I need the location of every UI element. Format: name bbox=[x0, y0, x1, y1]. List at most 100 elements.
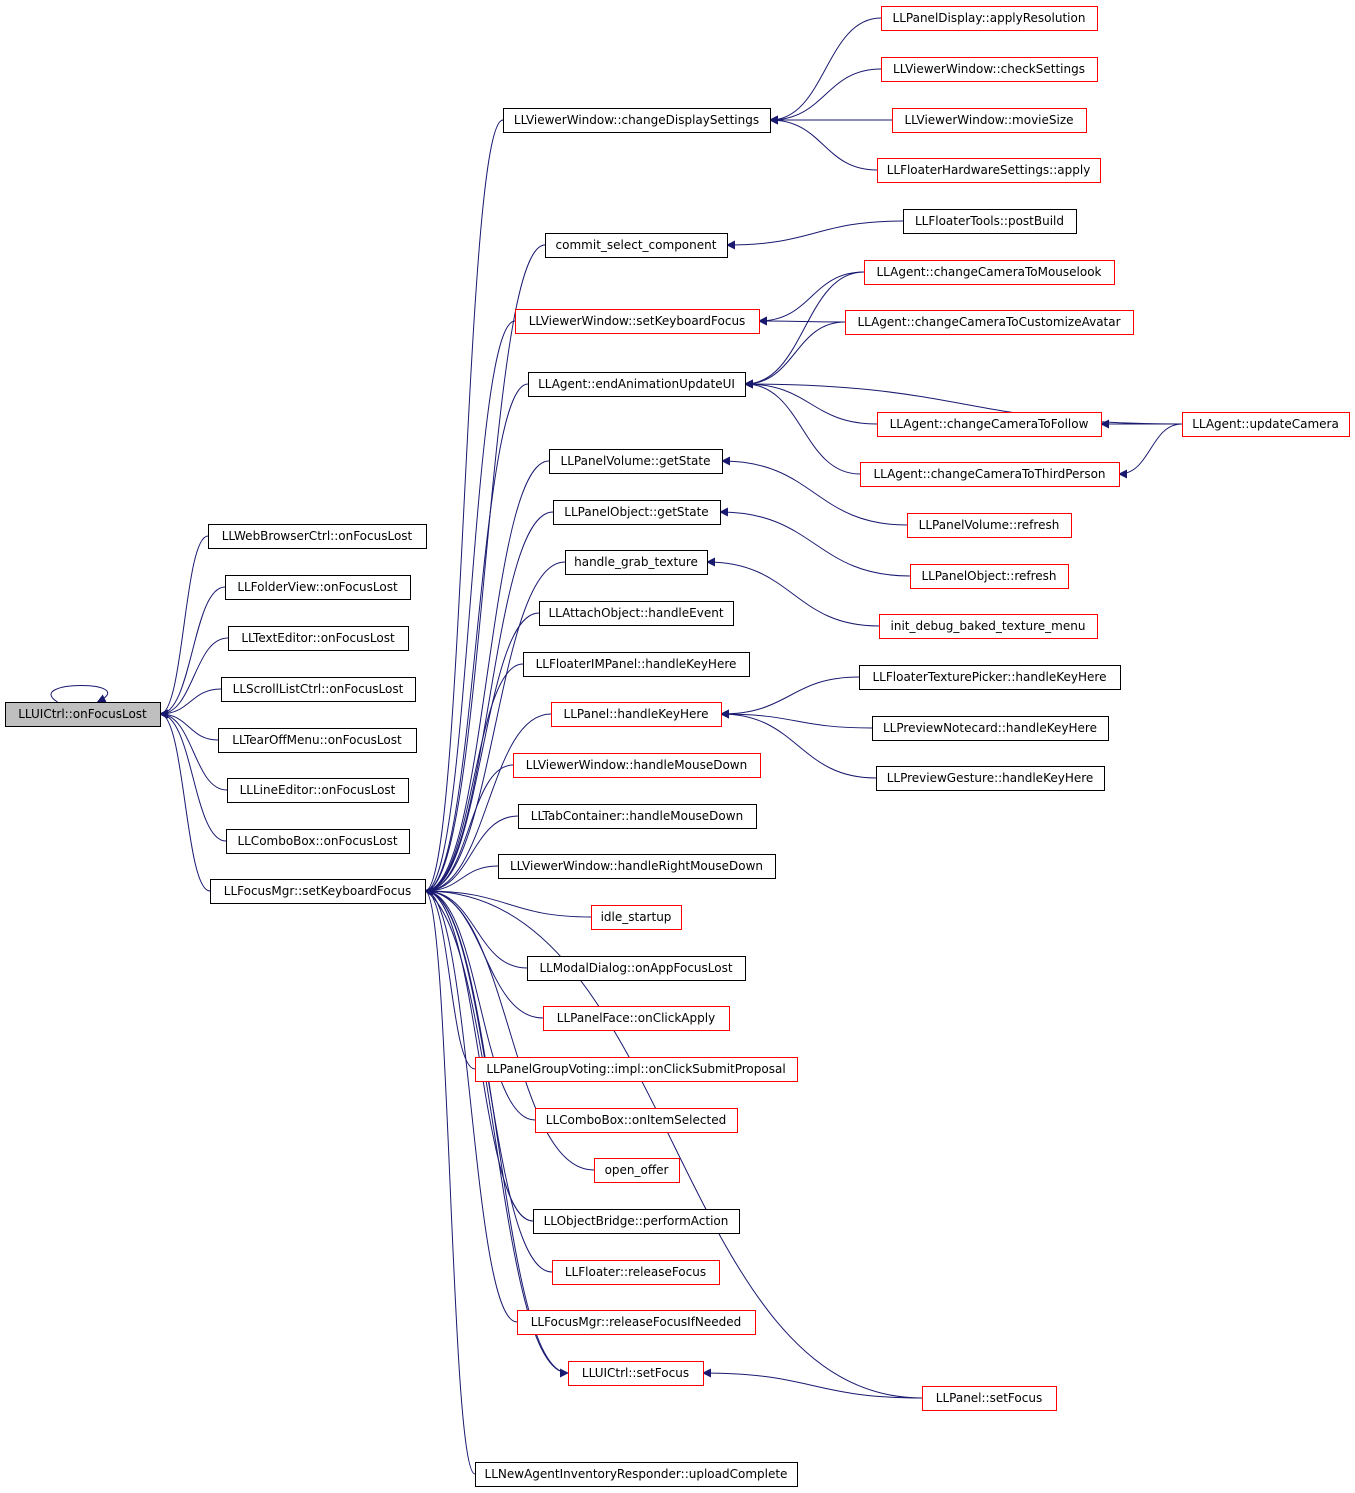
node-box[interactable] bbox=[845, 310, 1134, 335]
node-lltexteditor-onfocuslost[interactable]: LLTextEditor::onFocusLost bbox=[228, 626, 409, 651]
node-box[interactable] bbox=[859, 665, 1121, 690]
node-llfloatertexturepicker-handlekeyhere[interactable]: LLFloaterTexturePicker::handleKeyHere bbox=[859, 665, 1121, 690]
node-llpaneldisplay-applyresolution[interactable]: LLPanelDisplay::applyResolution bbox=[881, 6, 1098, 31]
node-llagent-changecameratofollow[interactable]: LLAgent::changeCameraToFollow bbox=[877, 412, 1102, 437]
node-box[interactable] bbox=[872, 716, 1109, 741]
node-llviewerwindow-setkeyboardfocus[interactable]: LLViewerWindow::setKeyboardFocus bbox=[515, 309, 760, 334]
node-box[interactable] bbox=[518, 804, 757, 829]
node-llcombobox-onfocuslost[interactable]: LLComboBox::onFocusLost bbox=[226, 829, 410, 854]
node-llagent-changecameratocustomizeavatar[interactable]: LLAgent::changeCameraToCustomizeAvatar bbox=[845, 310, 1134, 335]
node-llagent-updatecamera[interactable]: LLAgent::updateCamera bbox=[1182, 412, 1350, 437]
node-box[interactable] bbox=[527, 956, 746, 981]
node-box[interactable] bbox=[208, 524, 427, 549]
node-box[interactable] bbox=[903, 209, 1077, 234]
node-lluictrl-onfocuslost[interactable]: LLUICtrl::onFocusLost bbox=[5, 702, 161, 727]
node-commit-select-component[interactable]: commit_select_component bbox=[545, 233, 728, 258]
node-box[interactable] bbox=[225, 575, 411, 600]
node-llcombobox-onitemselected[interactable]: LLComboBox::onItemSelected bbox=[535, 1108, 738, 1133]
node-box[interactable] bbox=[591, 905, 682, 930]
node-box[interactable] bbox=[907, 513, 1072, 538]
node-box[interactable] bbox=[533, 1209, 740, 1234]
node-box[interactable] bbox=[881, 57, 1098, 82]
node-llagent-changecameratomouselook[interactable]: LLAgent::changeCameraToMouselook bbox=[864, 260, 1115, 285]
node-llviewerwindow-handlemousedown[interactable]: LLViewerWindow::handleMouseDown bbox=[513, 753, 761, 778]
node-llviewerwindow-changedisplaysettings[interactable]: LLViewerWindow::changeDisplaySettings bbox=[503, 108, 771, 133]
node-llpreviewnotecard-handlekeyhere[interactable]: LLPreviewNotecard::handleKeyHere bbox=[872, 716, 1109, 741]
node-lluictrl-setfocus[interactable]: LLUICtrl::setFocus bbox=[568, 1361, 704, 1386]
node-box[interactable] bbox=[523, 652, 750, 677]
node-llfocusmgr-releasefocusifneeded[interactable]: LLFocusMgr::releaseFocusIfNeeded bbox=[517, 1310, 756, 1335]
node-box[interactable] bbox=[210, 879, 426, 904]
node-llpanelface-onclickapply[interactable]: LLPanelFace::onClickApply bbox=[543, 1006, 730, 1031]
node-llagent-changecameratothirdperson[interactable]: LLAgent::changeCameraToThirdPerson bbox=[860, 462, 1120, 487]
node-box[interactable] bbox=[226, 829, 410, 854]
node-box[interactable] bbox=[565, 550, 708, 575]
node-llmodaldialog-onappfocuslost[interactable]: LLModalDialog::onAppFocusLost bbox=[527, 956, 746, 981]
node-llpanel-handlekeyhere[interactable]: LLPanel::handleKeyHere bbox=[551, 702, 722, 727]
node-llpanelvolume-refresh[interactable]: LLPanelVolume::refresh bbox=[907, 513, 1072, 538]
node-box[interactable] bbox=[864, 260, 1115, 285]
node-box[interactable] bbox=[568, 1361, 704, 1386]
node-box[interactable] bbox=[594, 1158, 680, 1183]
node-llviewerwindow-moviesize[interactable]: LLViewerWindow::movieSize bbox=[892, 108, 1087, 133]
node-llpanelobject-refresh[interactable]: LLPanelObject::refresh bbox=[910, 564, 1069, 589]
node-box[interactable] bbox=[5, 702, 161, 727]
node-box[interactable] bbox=[879, 614, 1098, 639]
node-llpanelvolume-getstate[interactable]: LLPanelVolume::getState bbox=[549, 449, 723, 474]
node-box[interactable] bbox=[551, 702, 722, 727]
node-box[interactable] bbox=[475, 1462, 798, 1487]
node-box[interactable] bbox=[221, 677, 416, 702]
node-box[interactable] bbox=[543, 1006, 730, 1031]
node-box[interactable] bbox=[515, 309, 760, 334]
node-lllineeditor-onfocuslost[interactable]: LLLineEditor::onFocusLost bbox=[227, 778, 409, 803]
node-llfloatertools-postbuild[interactable]: LLFloaterTools::postBuild bbox=[903, 209, 1077, 234]
node-box[interactable] bbox=[910, 564, 1069, 589]
node-llpanelgroupvoting-impl-onclicksubmitproposal[interactable]: LLPanelGroupVoting::impl::onClickSubmitP… bbox=[475, 1057, 798, 1082]
node-box[interactable] bbox=[545, 233, 728, 258]
node-llfloaterimpanel-handlekeyhere[interactable]: LLFloaterIMPanel::handleKeyHere bbox=[523, 652, 750, 677]
node-box[interactable] bbox=[877, 412, 1102, 437]
node-lltabcontainer-handlemousedown[interactable]: LLTabContainer::handleMouseDown bbox=[518, 804, 757, 829]
node-llobjectbridge-performaction[interactable]: LLObjectBridge::performAction bbox=[533, 1209, 740, 1234]
node-box[interactable] bbox=[228, 626, 409, 651]
node-llfolderview-onfocuslost[interactable]: LLFolderView::onFocusLost bbox=[225, 575, 411, 600]
node-box[interactable] bbox=[503, 108, 771, 133]
node-llscrolllistctrl-onfocuslost[interactable]: LLScrollListCtrl::onFocusLost bbox=[221, 677, 416, 702]
node-box[interactable] bbox=[877, 158, 1101, 183]
node-llviewerwindow-checksettings[interactable]: LLViewerWindow::checkSettings bbox=[881, 57, 1098, 82]
node-box[interactable] bbox=[892, 108, 1087, 133]
node-box[interactable] bbox=[227, 778, 409, 803]
node-box[interactable] bbox=[553, 500, 721, 525]
node-llfloaterhardwaresettings-apply[interactable]: LLFloaterHardwareSettings::apply bbox=[877, 158, 1101, 183]
node-box[interactable] bbox=[1182, 412, 1350, 437]
node-box[interactable] bbox=[922, 1386, 1057, 1411]
node-box[interactable] bbox=[517, 1310, 756, 1335]
node-idle-startup[interactable]: idle_startup bbox=[591, 905, 682, 930]
node-llagent-endanimationupdateui[interactable]: LLAgent::endAnimationUpdateUI bbox=[528, 372, 746, 397]
node-box[interactable] bbox=[528, 372, 746, 397]
node-llwebbrowserctrl-onfocuslost[interactable]: LLWebBrowserCtrl::onFocusLost bbox=[208, 524, 427, 549]
node-box[interactable] bbox=[876, 766, 1105, 791]
node-llpanel-setfocus[interactable]: LLPanel::setFocus bbox=[922, 1386, 1057, 1411]
node-llattachobject-handleevent[interactable]: LLAttachObject::handleEvent bbox=[539, 601, 734, 626]
node-box[interactable] bbox=[475, 1057, 798, 1082]
node-llviewerwindow-handlerightmousedown[interactable]: LLViewerWindow::handleRightMouseDown bbox=[498, 854, 776, 879]
node-box[interactable] bbox=[513, 753, 761, 778]
node-box[interactable] bbox=[535, 1108, 738, 1133]
node-box[interactable] bbox=[539, 601, 734, 626]
node-box[interactable] bbox=[860, 462, 1120, 487]
node-box[interactable] bbox=[552, 1260, 720, 1285]
node-init-debug-baked-texture-menu[interactable]: init_debug_baked_texture_menu bbox=[879, 614, 1098, 639]
node-llpreviewgesture-handlekeyhere[interactable]: LLPreviewGesture::handleKeyHere bbox=[876, 766, 1105, 791]
node-box[interactable] bbox=[549, 449, 723, 474]
node-box[interactable] bbox=[218, 728, 417, 753]
node-llfocusmgr-setkeyboardfocus[interactable]: LLFocusMgr::setKeyboardFocus bbox=[210, 879, 426, 904]
node-llfloater-releasefocus[interactable]: LLFloater::releaseFocus bbox=[552, 1260, 720, 1285]
node-llnewagentinventoryresponder-uploadcomplete[interactable]: LLNewAgentInventoryResponder::uploadComp… bbox=[475, 1462, 798, 1487]
node-handle-grab-texture[interactable]: handle_grab_texture bbox=[565, 550, 708, 575]
node-lltearoffmenu-onfocuslost[interactable]: LLTearOffMenu::onFocusLost bbox=[218, 728, 417, 753]
node-box[interactable] bbox=[498, 854, 776, 879]
node-llpanelobject-getstate[interactable]: LLPanelObject::getState bbox=[553, 500, 721, 525]
node-open-offer[interactable]: open_offer bbox=[594, 1158, 680, 1183]
node-box[interactable] bbox=[881, 6, 1098, 31]
